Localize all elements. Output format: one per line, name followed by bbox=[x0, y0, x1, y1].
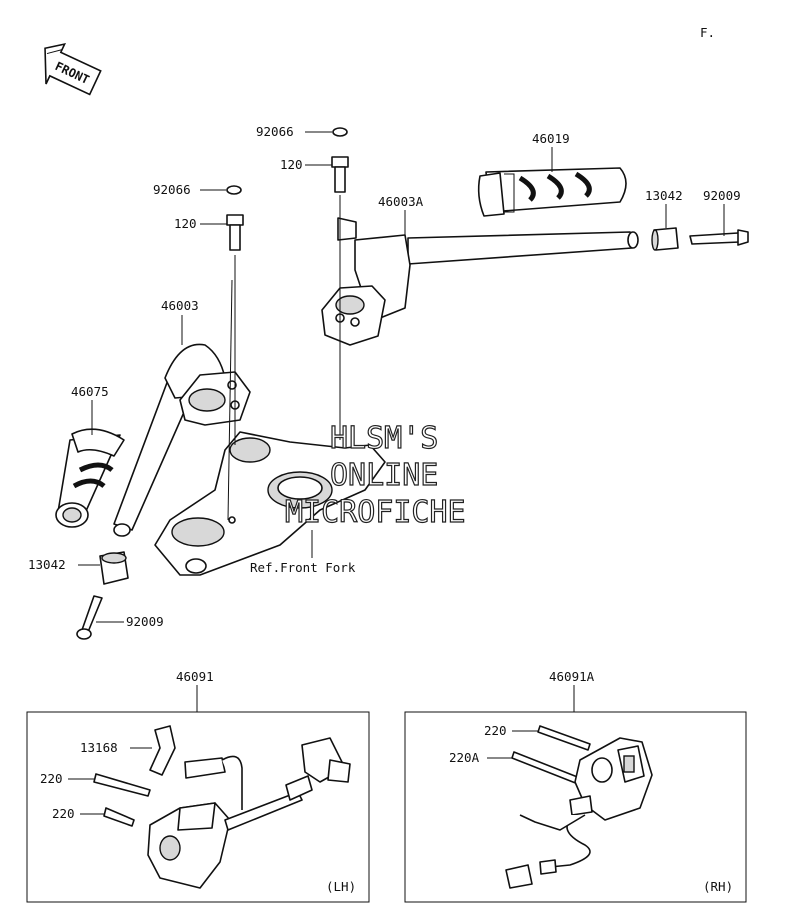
label-120-right: 120 bbox=[280, 157, 303, 172]
label-46091: 46091 bbox=[176, 669, 214, 684]
label-46075: 46075 bbox=[71, 384, 109, 399]
corner-mark: F. bbox=[700, 25, 715, 40]
panel-lh-tag: (LH) bbox=[326, 879, 356, 894]
label-220A: 220A bbox=[449, 750, 480, 765]
label-92066-right: 92066 bbox=[256, 124, 294, 139]
label-220-a: 220 bbox=[40, 771, 63, 786]
panel-rh-tag: (RH) bbox=[703, 879, 733, 894]
screw-220A[interactable] bbox=[511, 751, 581, 785]
label-13042-left: 13042 bbox=[28, 557, 66, 572]
bar-end-weight-right-13042[interactable] bbox=[651, 227, 679, 251]
upper-triple-clamp bbox=[154, 431, 386, 576]
leader-lines bbox=[78, 131, 725, 712]
label-ref-front-fork: Ref.Front Fork bbox=[250, 560, 356, 575]
screw-220-c[interactable] bbox=[537, 725, 591, 751]
bolt-right-120[interactable] bbox=[331, 156, 349, 193]
label-92009-left: 92009 bbox=[126, 614, 164, 629]
label-46003: 46003 bbox=[161, 298, 199, 313]
panel-switch-rh: (RH) 220 220A bbox=[404, 711, 747, 903]
grip-left-46075[interactable] bbox=[55, 428, 125, 528]
switch-housing-rh[interactable] bbox=[505, 737, 653, 889]
label-46019: 46019 bbox=[532, 131, 570, 146]
label-13168: 13168 bbox=[80, 740, 118, 755]
label-92066-left: 92066 bbox=[153, 182, 191, 197]
panel-switch-lh: (LH) 13168 220 220 bbox=[26, 711, 370, 903]
watermark-line-2: ONLINE bbox=[330, 458, 438, 493]
switch-housing-lh[interactable] bbox=[147, 737, 351, 889]
handlebar-right-46003A[interactable] bbox=[321, 217, 639, 346]
screw-220-a[interactable] bbox=[93, 773, 151, 797]
label-46003A: 46003A bbox=[378, 194, 424, 209]
label-92009-right: 92009 bbox=[703, 188, 741, 203]
label-13042-right: 13042 bbox=[645, 188, 683, 203]
washer-left-92066[interactable] bbox=[226, 185, 242, 195]
bolt-left-92009[interactable] bbox=[76, 595, 103, 640]
watermark-line-3: MICROFICHE bbox=[285, 495, 466, 530]
watermark-line-1: HLSM'S bbox=[330, 421, 438, 456]
screw-220-b[interactable] bbox=[103, 807, 135, 827]
label-220-c: 220 bbox=[484, 723, 507, 738]
front-arrow-icon: FRONT bbox=[44, 43, 102, 96]
label-220-b: 220 bbox=[52, 806, 75, 821]
bar-end-weight-left-13042[interactable] bbox=[99, 551, 129, 585]
watermark: HLSM'S ONLINE MICROFICHE bbox=[284, 420, 466, 530]
grip-right-46019[interactable] bbox=[477, 167, 627, 217]
bolt-left-120[interactable] bbox=[226, 214, 244, 251]
washer-right-92066[interactable] bbox=[332, 127, 348, 137]
label-120-left: 120 bbox=[174, 216, 197, 231]
label-46091A: 46091A bbox=[549, 669, 595, 684]
bolt-right-92009[interactable] bbox=[689, 229, 749, 246]
assembly-lines bbox=[227, 195, 341, 521]
clamp-13168[interactable] bbox=[149, 725, 176, 776]
